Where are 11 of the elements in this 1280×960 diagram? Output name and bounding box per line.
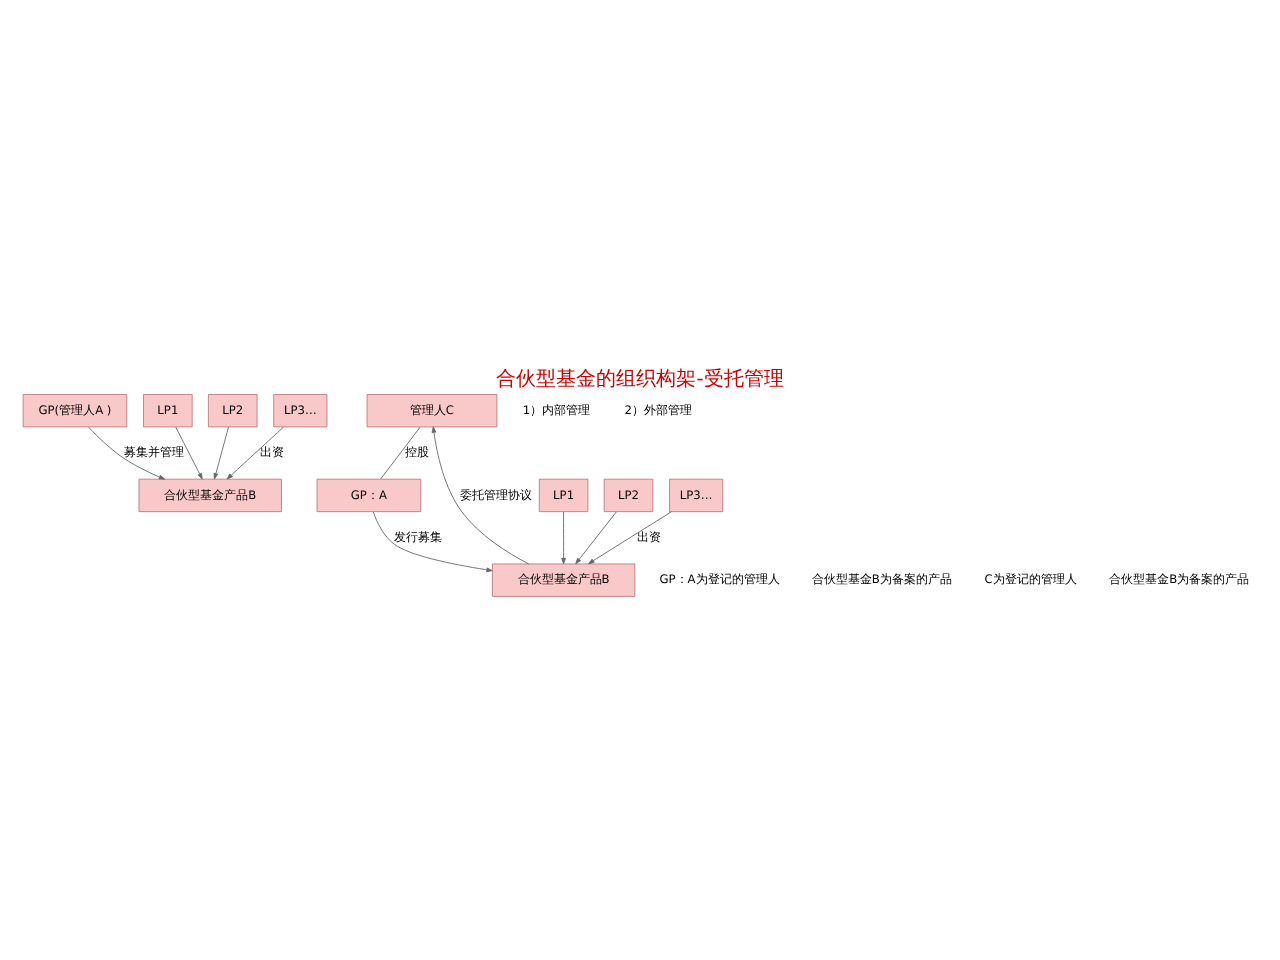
arrow: [588, 510, 672, 564]
connector: [380, 425, 421, 479]
arrow: [431, 425, 530, 564]
arrow: [372, 510, 493, 572]
diagram-title: 合伙型基金的组织构架-受托管理: [496, 368, 784, 391]
arrow: [575, 510, 617, 564]
arrow: [213, 425, 229, 479]
arrow: [175, 425, 203, 479]
arrow: [561, 510, 566, 564]
arrow: [88, 425, 166, 479]
arrow: [226, 425, 284, 479]
